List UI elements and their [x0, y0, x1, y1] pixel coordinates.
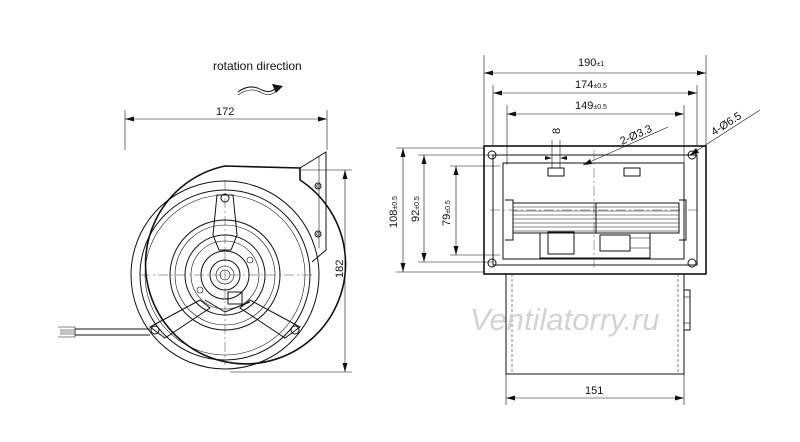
gap-value: 8 [551, 128, 563, 134]
gap-dimension: 8 [545, 128, 567, 168]
flange-width-value: 174±0.5 [575, 79, 607, 91]
small-holes-value: 2-Ø3.3 [618, 123, 654, 148]
motor-cable [58, 326, 150, 338]
rotation-direction-label: rotation direction [213, 59, 302, 73]
rotation-direction-indicator: rotation direction [213, 59, 302, 96]
overall-width-dimension: 190±1 [483, 55, 707, 145]
outlet-width-value: 151 [585, 385, 603, 397]
front-width-value: 172 [216, 106, 234, 118]
overall-width-value: 190±1 [578, 57, 604, 69]
front-view: 172 182 [58, 106, 352, 373]
front-width-dimension: 172 [124, 106, 328, 150]
watermark-text: Ventilatorry.ru [470, 302, 660, 337]
height-mid-dimension: 92±0.5 [410, 154, 493, 263]
height-outer-dimension: 108±0.5 [388, 147, 484, 273]
flange-width-dimension: 174±0.5 [492, 79, 698, 145]
large-holes-value: 4-Ø6.5 [709, 110, 744, 138]
housing-body [505, 273, 685, 375]
large-holes-callout: 4-Ø6.5 [689, 109, 761, 156]
inner-width-value: 149±0.5 [575, 100, 607, 112]
motor-bracket [212, 194, 238, 251]
height-inner-dimension: 79±0.5 [441, 165, 500, 256]
outlet-width-dimension: 151 [505, 374, 685, 405]
inner-width-dimension: 149±0.5 [506, 100, 685, 165]
impeller-blades [505, 199, 687, 259]
height-mid-value: 92±0.5 [410, 196, 422, 222]
height-inner-value: 79±0.5 [441, 200, 453, 226]
height-outer-value: 108±0.5 [388, 196, 400, 228]
housing-scroll [144, 165, 347, 365]
side-view: 190±1 174±0.5 149±0.5 8 [388, 55, 761, 405]
small-holes-callout: 2-Ø3.3 [582, 123, 669, 166]
front-height-value: 182 [334, 260, 346, 278]
rotation-arrow-icon [237, 86, 277, 93]
